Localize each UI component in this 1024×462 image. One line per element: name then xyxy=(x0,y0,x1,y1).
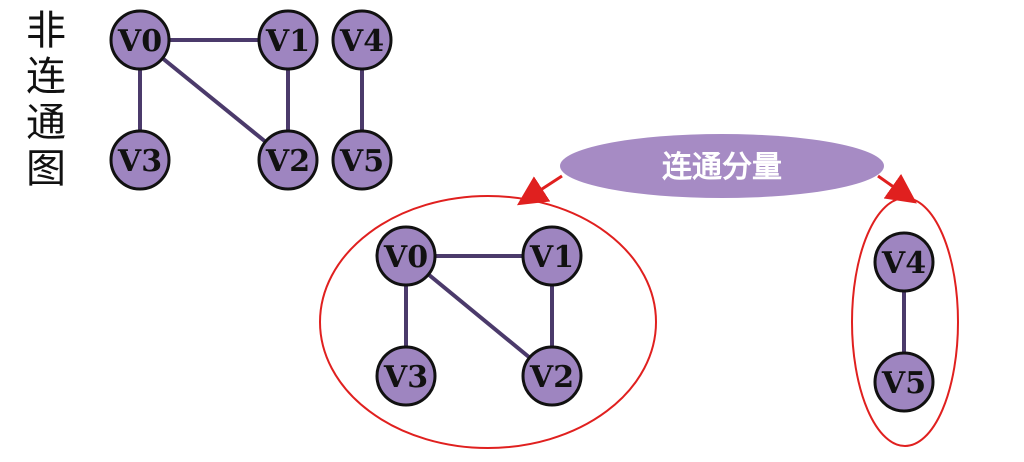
node-v3: V3 xyxy=(109,129,171,191)
node-v0: V0 xyxy=(375,225,437,287)
node-v2: V2 xyxy=(257,129,319,191)
arrow-to-component-1 xyxy=(516,174,563,206)
title-char: 连 xyxy=(26,54,66,100)
node-v1: V1 xyxy=(521,225,583,287)
node-v3: V3 xyxy=(375,345,437,407)
node-label: V3 xyxy=(383,360,428,395)
node-v4: V4 xyxy=(331,9,393,71)
node-v5: V5 xyxy=(331,129,393,191)
node-label: V0 xyxy=(117,24,162,59)
node-circle xyxy=(375,345,437,407)
node-circle xyxy=(257,9,319,71)
node-v2: V2 xyxy=(521,345,583,407)
node-v4: V4 xyxy=(873,231,935,293)
node-label: V3 xyxy=(117,144,162,179)
node-v5: V5 xyxy=(873,351,935,413)
node-v1: V1 xyxy=(257,9,319,71)
node-label: V1 xyxy=(529,240,574,275)
node-label: V4 xyxy=(881,246,926,281)
node-label: V1 xyxy=(265,24,310,59)
edge-v0-v2 xyxy=(138,38,290,162)
node-v0: V0 xyxy=(109,9,171,71)
node-circle xyxy=(873,351,935,413)
node-circle xyxy=(521,345,583,407)
node-circle xyxy=(109,129,171,191)
node-circle xyxy=(109,9,171,71)
arrow-to-component-2 xyxy=(877,173,917,204)
callout-bubble xyxy=(560,134,884,198)
edge-v0-v2 xyxy=(404,254,554,378)
node-circle xyxy=(873,231,935,293)
page-title: 非 连 通 图 xyxy=(22,8,70,192)
callout-label: 连通分量 xyxy=(662,150,782,185)
title-char: 图 xyxy=(26,146,66,192)
node-circle xyxy=(331,129,393,191)
component-1-boundary xyxy=(319,195,657,449)
node-label: V2 xyxy=(265,144,310,179)
callout-group: 连通分量 xyxy=(516,134,917,206)
node-label: V0 xyxy=(383,240,428,275)
node-circle xyxy=(521,225,583,287)
node-label: V4 xyxy=(339,24,384,59)
node-label: V2 xyxy=(529,360,574,395)
node-circle xyxy=(375,225,437,287)
title-char: 非 xyxy=(26,8,66,54)
title-char: 通 xyxy=(26,100,66,146)
node-circle xyxy=(257,129,319,191)
node-label: V5 xyxy=(881,366,926,401)
node-label: V5 xyxy=(339,144,384,179)
node-circle xyxy=(331,9,393,71)
component-2-boundary xyxy=(851,197,959,447)
